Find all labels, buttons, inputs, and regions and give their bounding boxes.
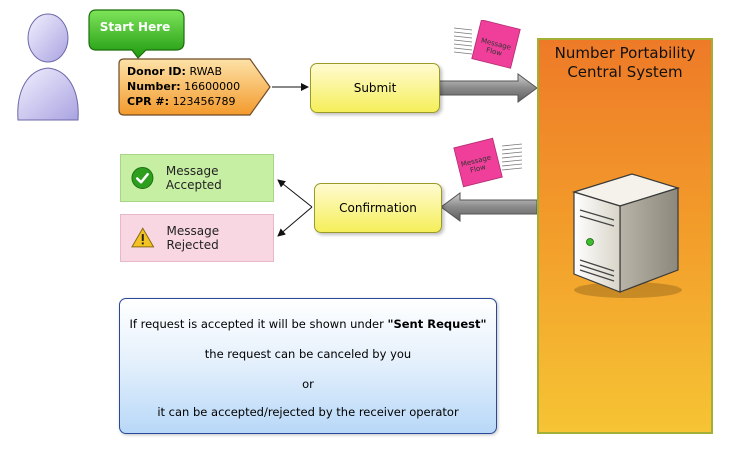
note-line-1-prefix: If request is accepted it will be shown … bbox=[129, 317, 388, 331]
cpr-value: 123456789 bbox=[172, 95, 236, 108]
confirmation-label: Confirmation bbox=[339, 201, 417, 215]
start-here-bubble bbox=[88, 9, 185, 59]
message-rejected-label: Message Rejected bbox=[166, 224, 220, 252]
note-line-4: it can be accepted/rejected by the recei… bbox=[157, 405, 459, 419]
donor-id-label: Donor ID: bbox=[127, 65, 186, 78]
submit-to-central-arrow bbox=[438, 73, 538, 103]
central-title-line1: Number Portability bbox=[554, 44, 696, 62]
message-rejected-box: Message Rejected bbox=[120, 214, 274, 262]
number-value: 16600000 bbox=[184, 80, 241, 93]
server-icon bbox=[571, 173, 682, 298]
message-flow-sticky-bottom bbox=[453, 137, 523, 188]
number-label: Number: bbox=[127, 80, 181, 93]
cpr-label: CPR #: bbox=[127, 95, 170, 108]
confirm-to-rejected-arrow bbox=[277, 206, 313, 237]
message-accepted-box: Message Accepted bbox=[120, 154, 274, 202]
note-line-1-bold: "Sent Request" bbox=[387, 317, 487, 331]
donor-id-value: RWAB bbox=[189, 65, 222, 78]
central-title-line2: Central System bbox=[567, 63, 683, 81]
note-line-2: the request can be canceled by you bbox=[204, 347, 412, 361]
start-here-label: Start Here bbox=[99, 20, 171, 34]
user-icon bbox=[17, 13, 79, 121]
central-to-confirmation-arrow bbox=[440, 192, 538, 222]
info-note-box: If request is accepted it will be shown … bbox=[119, 298, 497, 434]
note-line-3: or bbox=[302, 377, 314, 391]
warning-icon bbox=[131, 227, 155, 248]
central-system-title: Number Portability Central System bbox=[537, 44, 713, 82]
checkmark-icon bbox=[131, 167, 154, 189]
confirm-to-accepted-arrow bbox=[277, 179, 313, 208]
confirmation-step: Confirmation bbox=[314, 183, 442, 233]
submit-step: Submit bbox=[310, 63, 440, 113]
message-accepted-label: Message Accepted bbox=[165, 164, 222, 192]
submit-label: Submit bbox=[353, 81, 397, 95]
message-flow-sticky-top bbox=[453, 20, 521, 69]
note-line-1: If request is accepted it will be shown … bbox=[120, 317, 496, 331]
donor-info-card bbox=[118, 58, 271, 116]
donor-details: Donor ID: RWAB Number: 16600000 CPR #: 1… bbox=[127, 64, 240, 109]
